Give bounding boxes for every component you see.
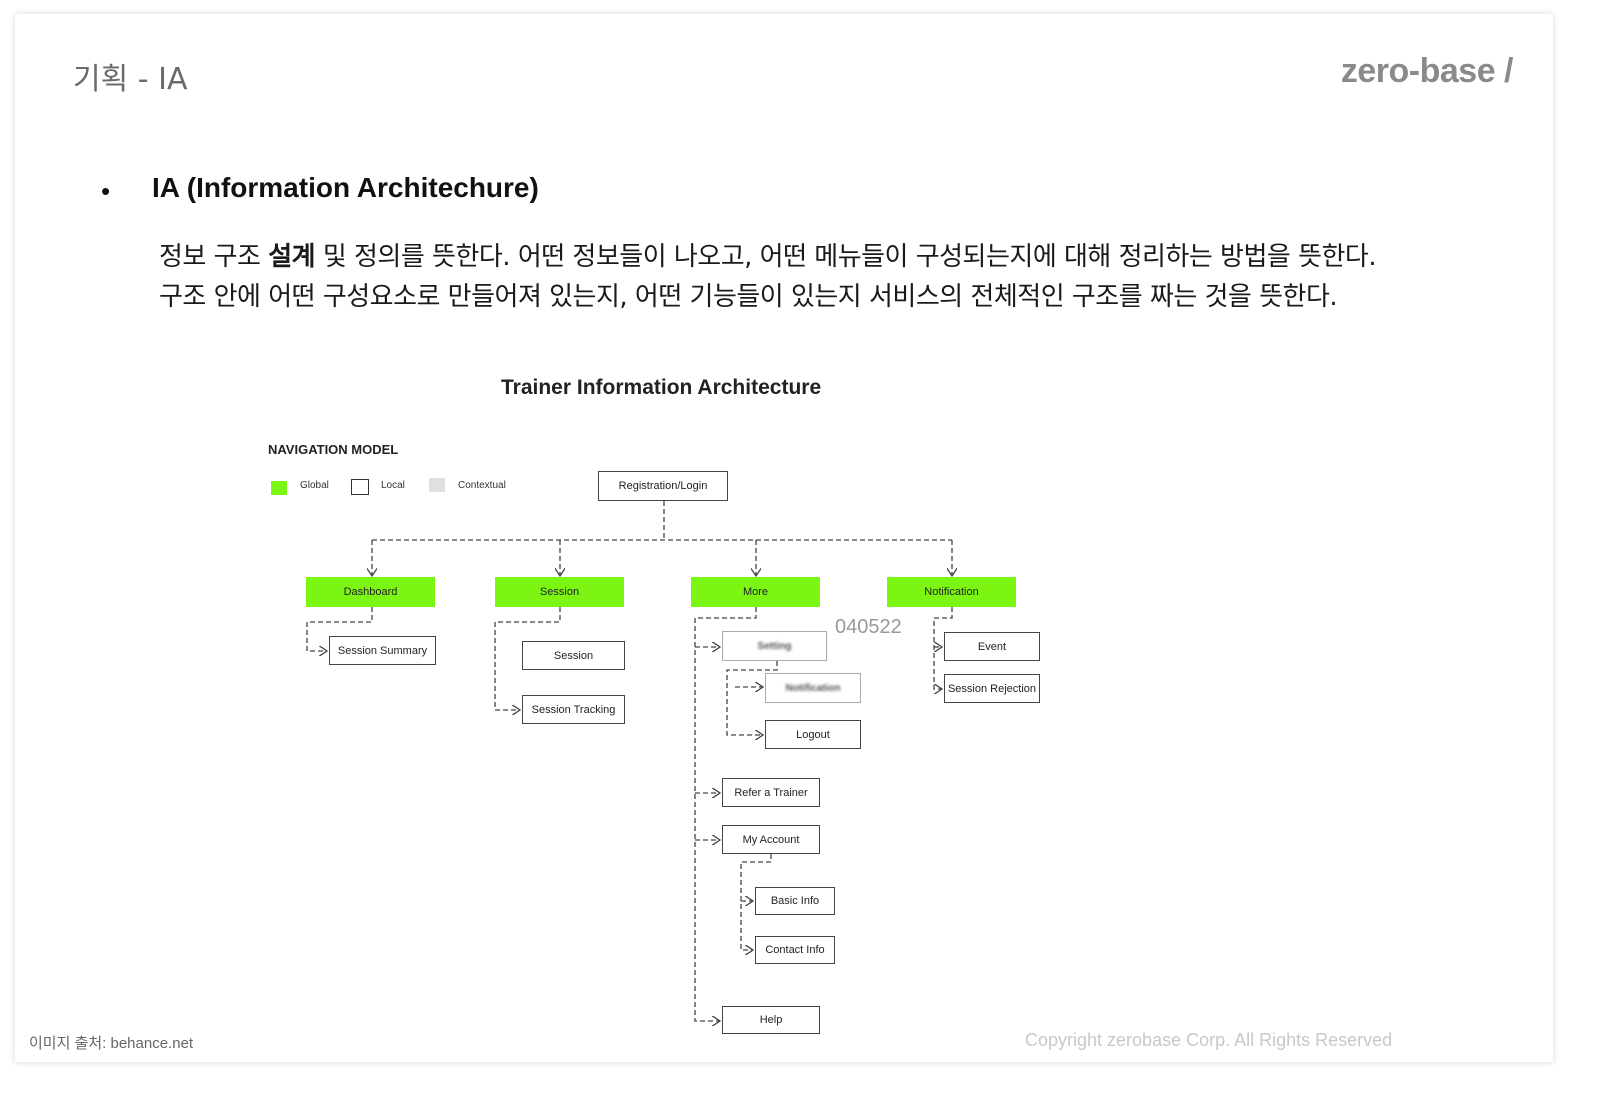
node-registration-login: Registration/Login (598, 471, 728, 501)
node-help: Help (722, 1006, 820, 1034)
copyright-notice: Copyright zerobase Corp. All Rights Rese… (1025, 1030, 1393, 1050)
node-setting: Setting (722, 631, 827, 661)
node-contact-info: Contact Info (755, 936, 835, 964)
node-notification-settings: Notification (765, 673, 861, 703)
node-basic-info: Basic Info (755, 887, 835, 915)
legend-local-label: Local (381, 480, 405, 491)
description-line-1: 정보 구조 설계 및 정의를 뜻한다. 어떤 정보들이 나오고, 어떤 메뉴들이… (159, 236, 1377, 273)
bullet-point: • (101, 176, 111, 206)
node-session-summary: Session Summary (329, 636, 436, 665)
slide: 기획 - IA zero-base / • IA (Information Ar… (15, 14, 1553, 1062)
node-dashboard: Dashboard (306, 577, 435, 607)
watermark-text: 040522 (835, 616, 902, 638)
node-event: Event (944, 632, 1040, 661)
legend-global-label: Global (300, 480, 329, 491)
description-line-2: 구조 안에 어떤 구성요소로 만들어져 있는지, 어떤 기능들이 있는지 서비스… (159, 282, 1338, 312)
node-my-account: My Account (722, 825, 820, 854)
node-logout: Logout (765, 720, 861, 749)
diagram-connectors (306, 501, 1553, 1062)
section-heading: IA (Information Architechure) (152, 172, 539, 203)
node-refer-a-trainer: Refer a Trainer (722, 778, 820, 807)
diagram-title: Trainer Information Architecture (501, 376, 822, 399)
legend-contextual-label: Contextual (458, 480, 506, 491)
description-text: 정보 구조 (159, 242, 269, 272)
notification-settings-label: Notification (785, 682, 841, 694)
setting-label: Setting (757, 640, 792, 652)
legend-local-swatch (351, 479, 369, 495)
legend-global-swatch (271, 481, 287, 495)
zerobase-logo: zero-base / (1340, 52, 1514, 90)
legend-contextual-swatch (429, 478, 445, 492)
node-session-tracking: Session Tracking (522, 695, 625, 724)
page-title: 기획 - IA (73, 62, 188, 97)
node-session-child: Session (522, 641, 625, 670)
description-text: 및 정의를 뜻한다. 어떤 정보들이 나오고, 어떤 메뉴들이 구성되는지에 대… (315, 242, 1377, 272)
node-more: More (691, 577, 820, 607)
description-bold-text: 설계 (268, 242, 316, 272)
node-notification: Notification (887, 577, 1016, 607)
navigation-model-label: NAVIGATION MODEL (268, 442, 399, 457)
node-session-rejection: Session Rejection (944, 674, 1040, 703)
image-source-note: 이미지 출처: behance.net (29, 1035, 194, 1052)
node-session: Session (495, 577, 624, 607)
